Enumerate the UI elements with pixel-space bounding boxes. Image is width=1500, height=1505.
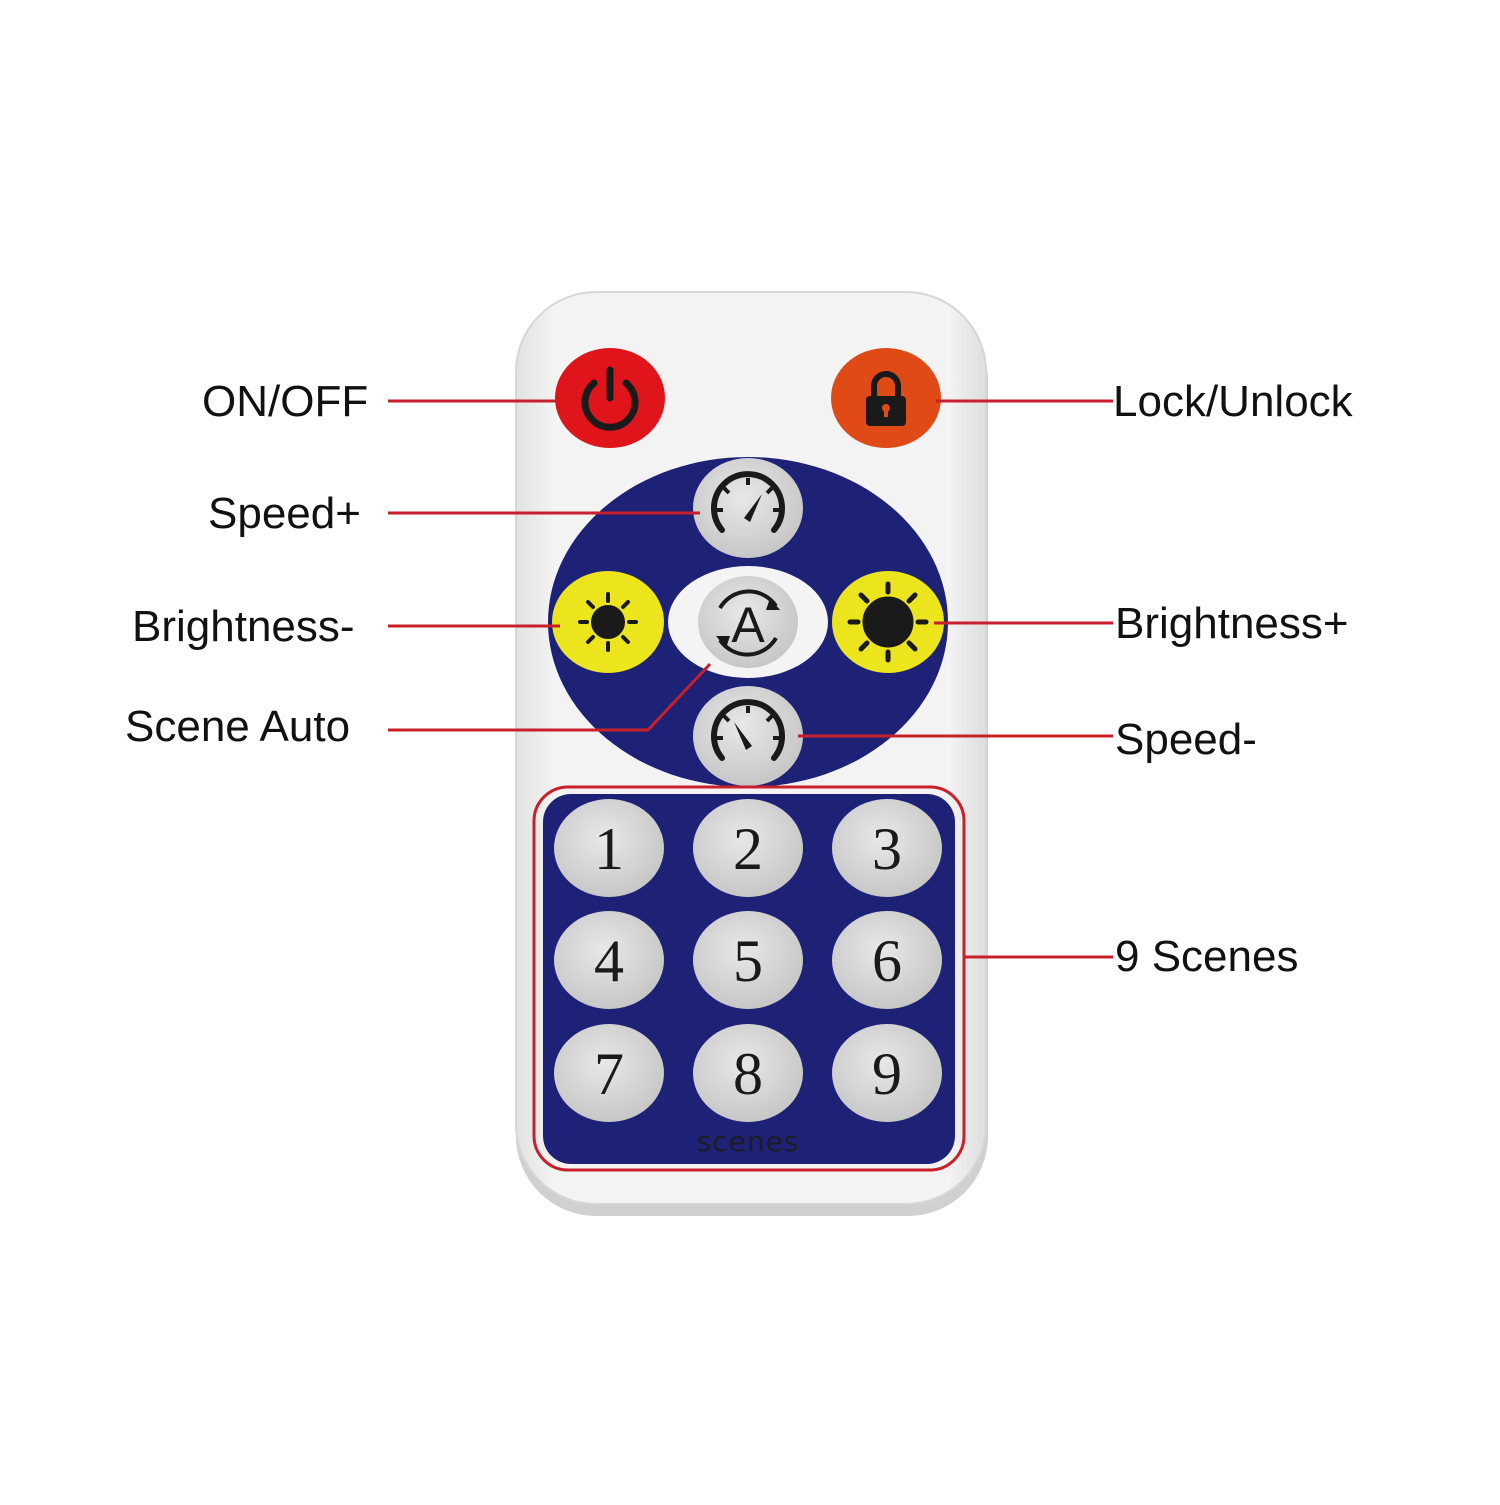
scene-button-label: 3	[872, 816, 902, 882]
sun-large-icon	[847, 581, 929, 663]
leader-lines	[388, 399, 1113, 959]
brightness-up-button[interactable]	[832, 571, 944, 673]
label-brightness-down: Brightness-	[132, 602, 355, 651]
scene-button-7[interactable]: 7	[554, 1024, 664, 1122]
auto-glyph: A	[731, 597, 765, 653]
scene-button-label: 5	[733, 928, 763, 994]
scene-button-label: 1	[594, 816, 624, 882]
scene-button-1[interactable]: 1	[554, 799, 664, 897]
scene-button-4[interactable]: 4	[554, 911, 664, 1009]
scene-button-label: 8	[733, 1041, 763, 1107]
keypad-highlight	[532, 785, 966, 1172]
scene-button-6[interactable]: 6	[832, 911, 942, 1009]
label-on-off: ON/OFF	[202, 377, 369, 426]
scene-button-label: 7	[594, 1041, 624, 1107]
leader-scene-auto	[388, 662, 712, 732]
speedometer-icon	[711, 699, 785, 761]
sun-small-icon	[578, 592, 638, 652]
brightness-down-button[interactable]	[552, 571, 664, 673]
power-icon	[581, 366, 639, 431]
label-nine-scenes: 9 Scenes	[1115, 932, 1299, 981]
power-button[interactable]	[555, 348, 665, 448]
scene-auto-button[interactable]: A	[668, 566, 828, 678]
label-lock-unlock: Lock/Unlock	[1113, 377, 1353, 426]
speed-down-button[interactable]	[693, 686, 803, 786]
lock-button[interactable]	[831, 348, 941, 448]
keypad-caption: scenes	[697, 1125, 800, 1158]
lock-icon	[866, 371, 906, 426]
label-speed-up: Speed+	[208, 489, 361, 538]
label-brightness-up: Brightness+	[1115, 599, 1349, 648]
scene-button-5[interactable]: 5	[693, 911, 803, 1009]
speed-up-button[interactable]	[693, 458, 803, 558]
scene-button-8[interactable]: 8	[693, 1024, 803, 1122]
keypad-grid: 1 2 3 4 5 6 7 8 9	[554, 799, 942, 1122]
scene-button-label: 4	[594, 928, 624, 994]
scene-button-label: 6	[872, 928, 902, 994]
scene-button-2[interactable]: 2	[693, 799, 803, 897]
label-scene-auto: Scene Auto	[125, 702, 351, 751]
auto-cycle-icon	[716, 589, 780, 657]
scene-button-3[interactable]: 3	[832, 799, 942, 897]
scene-button-label: 9	[872, 1041, 902, 1107]
scene-button-9[interactable]: 9	[832, 1024, 942, 1122]
speedometer-icon	[711, 471, 785, 533]
scene-button-label: 2	[733, 816, 763, 882]
label-speed-down: Speed-	[1115, 715, 1257, 764]
